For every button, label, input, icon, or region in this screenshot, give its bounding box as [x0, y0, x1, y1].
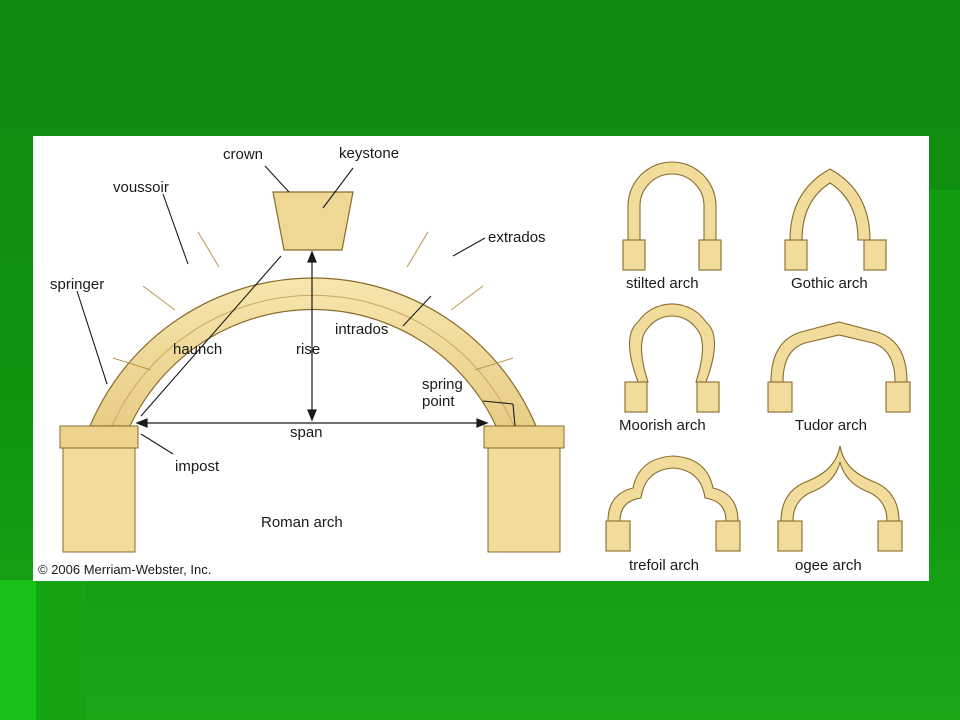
- label-springer: springer: [50, 276, 104, 293]
- label-keystone: keystone: [339, 145, 399, 162]
- label-ogee-arch: ogee arch: [795, 557, 862, 574]
- moorish-arch: [624, 303, 720, 413]
- gothic-arch: [784, 168, 887, 271]
- label-spring-point-line1: spring: [422, 376, 463, 393]
- copyright-text: © 2006 Merriam-Webster, Inc.: [38, 562, 211, 577]
- keystone-block: [272, 191, 354, 251]
- label-extrados: extrados: [488, 229, 546, 246]
- label-spring-point-line2: point: [422, 393, 455, 410]
- diagram-panel: crown keystone voussoir extrados springe…: [33, 136, 929, 581]
- span-arrow: [135, 418, 489, 428]
- label-moorish-arch: Moorish arch: [619, 417, 706, 434]
- label-tudor-arch: Tudor arch: [795, 417, 867, 434]
- label-roman-arch: Roman arch: [261, 514, 343, 531]
- decor-stripe-left: [0, 580, 36, 720]
- label-voussoir: voussoir: [113, 179, 169, 196]
- label-impost: impost: [175, 458, 220, 475]
- arch-diagram: crown keystone voussoir extrados springe…: [38, 145, 911, 577]
- trefoil-arch: [605, 455, 741, 552]
- left-impost-cap: [59, 425, 139, 449]
- arch-inner-band: [111, 294, 515, 427]
- right-impost-cap: [483, 425, 565, 449]
- label-crown: crown: [223, 146, 263, 163]
- label-span: span: [290, 424, 323, 441]
- label-rise: rise: [296, 341, 320, 358]
- decor-stripe-right: [928, 190, 960, 490]
- label-gothic-arch: Gothic arch: [791, 275, 868, 292]
- left-pier: [62, 447, 136, 553]
- stilted-arch: [622, 161, 722, 271]
- tudor-arch: [767, 321, 911, 413]
- label-stilted-arch: stilted arch: [626, 275, 699, 292]
- arch-ring: [89, 277, 537, 427]
- voussoir-joints: [112, 231, 514, 371]
- label-haunch: haunch: [173, 341, 222, 358]
- label-trefoil-arch: trefoil arch: [629, 557, 699, 574]
- leader-lines: [76, 165, 516, 455]
- right-pier: [487, 447, 561, 553]
- rise-arrow: [307, 250, 317, 422]
- roman-arch: crown keystone voussoir extrados springe…: [38, 145, 565, 577]
- label-intrados: intrados: [335, 321, 388, 338]
- ogee-arch: [777, 445, 903, 552]
- decor-stripe-left-inner: [36, 580, 86, 720]
